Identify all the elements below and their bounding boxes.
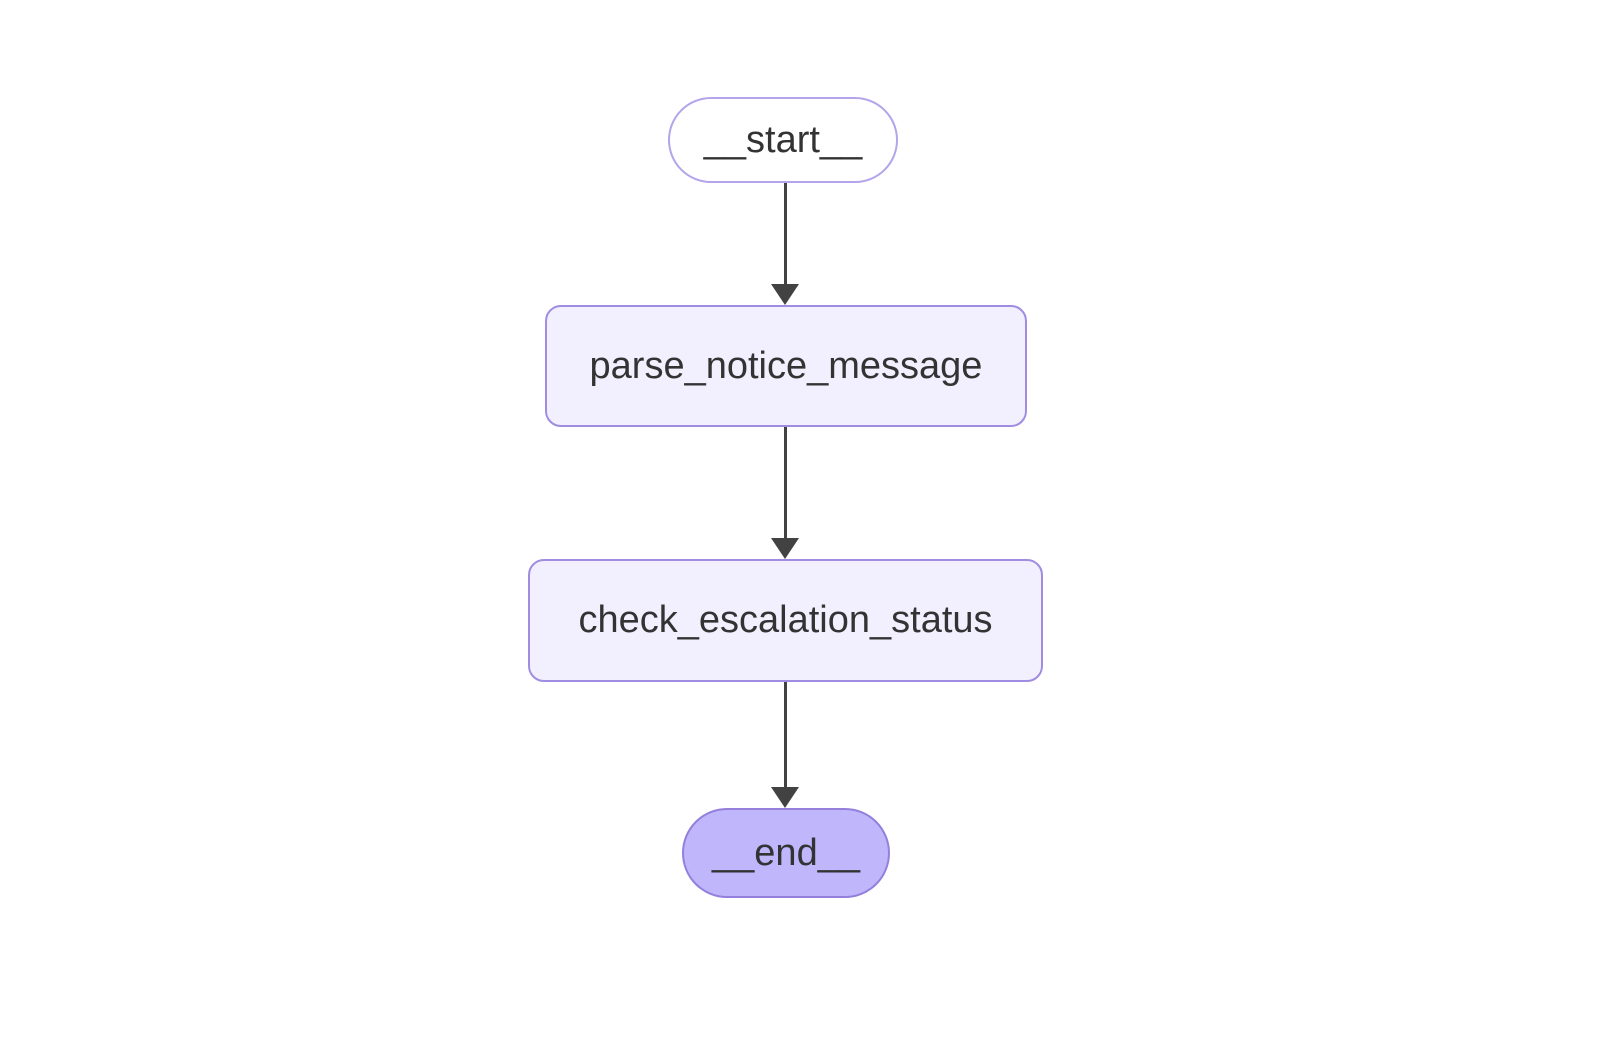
edge-line: [784, 183, 787, 284]
node-start: __start__: [668, 97, 898, 183]
node-check-escalation-status-label: check_escalation_status: [578, 599, 993, 641]
node-end: __end__: [682, 808, 890, 898]
node-parse-notice-message-label: parse_notice_message: [589, 344, 983, 387]
node-start-label: __start__: [703, 118, 863, 161]
arrowhead-down-icon: [771, 787, 799, 808]
edge-line: [784, 427, 787, 538]
arrowhead-down-icon: [771, 538, 799, 559]
edge-line: [784, 682, 787, 787]
node-parse-notice-message: parse_notice_message: [545, 305, 1027, 427]
node-check-escalation-status: check_escalation_status: [528, 559, 1043, 682]
node-end-label: __end__: [712, 831, 860, 874]
arrowhead-down-icon: [771, 284, 799, 305]
